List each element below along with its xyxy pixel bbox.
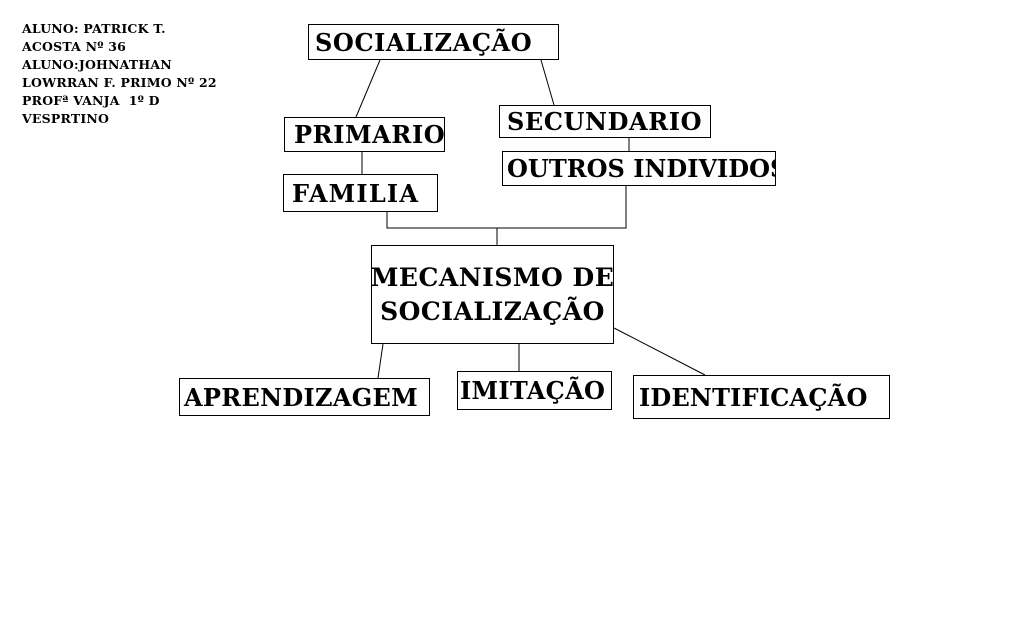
node-socializacao: SOCIALIZAÇÃO: [308, 24, 559, 60]
credit-line: PROFª VANJA 1º D: [22, 93, 160, 108]
node-label: APRENDIZAGEM: [184, 382, 418, 412]
node-label-line1: MECANISMO DE: [371, 262, 614, 292]
credit-line: ALUNO: PATRICK T.: [22, 21, 166, 36]
link-socializacao-secundario: [540, 59, 555, 106]
node-label: IMITAÇÃO: [460, 376, 606, 405]
node-aprendizagem: APRENDIZAGEM: [179, 378, 430, 416]
node-label: OUTROS INDIVIDOS: [507, 154, 776, 183]
node-label: PRIMARIO: [294, 120, 445, 149]
node-label: FAMILIA: [292, 178, 420, 208]
credit-line: ALUNO:JOHNATHAN: [22, 57, 172, 72]
link-socializacao-primario: [355, 59, 381, 118]
node-label: SECUNDARIO: [507, 107, 703, 136]
link-mecanismo-identificacao: [613, 327, 706, 376]
node-mecanismo-de-socializacao: MECANISMO DE SOCIALIZAÇÃO: [371, 245, 614, 344]
node-secundario: SECUNDARIO: [499, 105, 711, 138]
node-familia: FAMILIA: [283, 174, 438, 212]
credit-line: ACOSTA Nº 36: [22, 39, 127, 54]
node-imitacao: IMITAÇÃO: [457, 371, 612, 410]
link-familia-outros-bracket: [386, 186, 627, 229]
credit-line: LOWRRAN F. PRIMO Nº 22: [22, 75, 217, 90]
node-label: SOCIALIZAÇÃO: [315, 27, 533, 57]
link-mecanismo-aprendizagem: [377, 343, 384, 379]
node-label: IDENTIFICAÇÃO: [639, 382, 868, 412]
node-outros-individuos: OUTROS INDIVIDOS: [502, 151, 776, 186]
node-identificacao: IDENTIFICAÇÃO: [633, 375, 890, 419]
node-primario: PRIMARIO: [284, 117, 445, 152]
node-label-line2: SOCIALIZAÇÃO: [380, 296, 605, 326]
credit-line: VESPRTINO: [22, 111, 110, 126]
student-credits: ALUNO: PATRICK T. ACOSTA Nº 36 ALUNO:JOH…: [22, 20, 217, 128]
